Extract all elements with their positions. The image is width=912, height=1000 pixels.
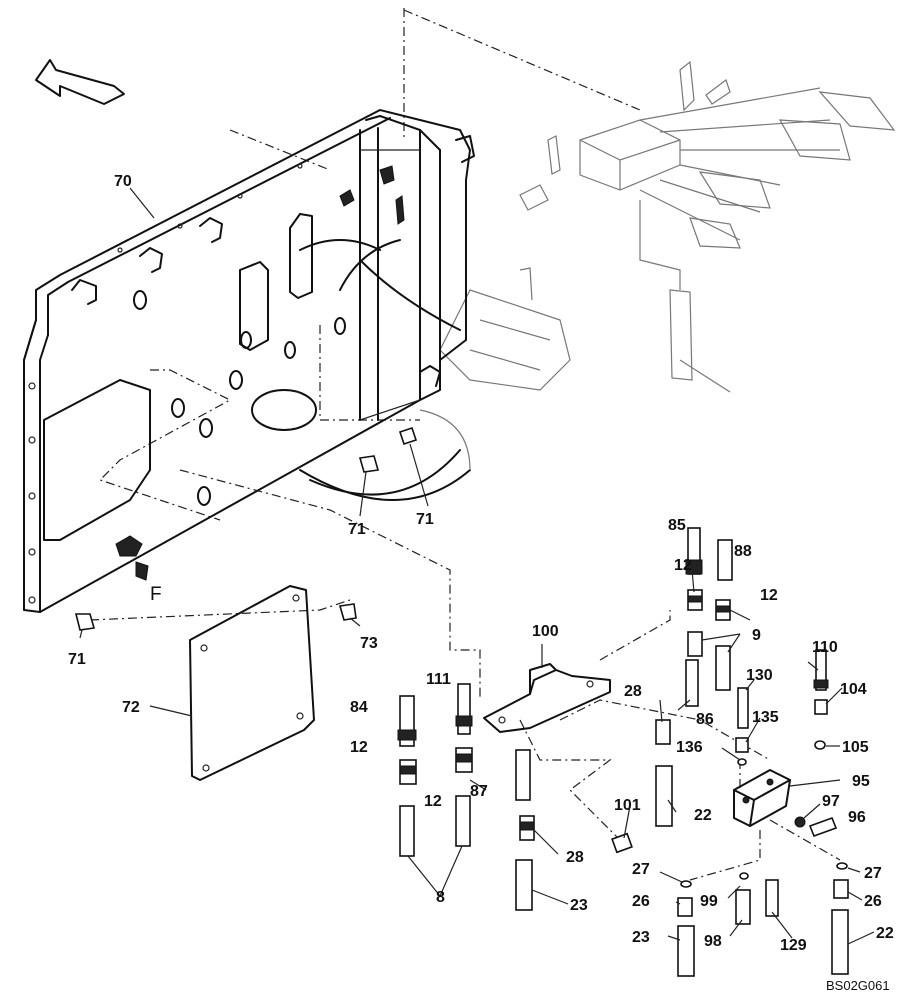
callout-12: 12 <box>350 739 368 756</box>
callout-97: 97 <box>822 793 840 810</box>
fitting-23-right <box>677 925 695 977</box>
callout-12: 12 <box>424 793 442 810</box>
drawing-code: BS02G061 <box>826 978 890 993</box>
callout-71: 71 <box>348 521 366 538</box>
callout-26: 26 <box>864 893 882 910</box>
callout-labels: 70 71 71 71 73 72 85 88 12 12 9 100 110 … <box>68 173 894 993</box>
tubes-8 <box>399 795 471 857</box>
fitting-12-left <box>399 759 417 785</box>
callout-85: 85 <box>668 517 686 534</box>
callout-28: 28 <box>624 683 642 700</box>
fitting-23-left <box>515 859 533 911</box>
callout-130: 130 <box>746 667 773 684</box>
bolt-71-right <box>398 426 418 446</box>
fitting-84 <box>397 695 417 747</box>
callout-86: 86 <box>696 711 714 728</box>
callout-27: 27 <box>864 865 882 882</box>
callout-84: 84 <box>350 699 368 716</box>
callout-110: 110 <box>812 639 838 656</box>
callout-135: 135 <box>752 709 779 726</box>
callout-23: 23 <box>632 929 650 946</box>
oring-99 <box>739 872 749 880</box>
callout-100: 100 <box>532 623 559 640</box>
oring-136 <box>737 758 747 766</box>
front-direction-arrow <box>35 59 125 105</box>
oring-27-right <box>836 862 848 870</box>
fitting-135 <box>735 737 749 753</box>
callout-22: 22 <box>876 925 894 942</box>
oring-27-left <box>680 880 692 888</box>
callout-104: 104 <box>840 681 867 698</box>
leader-lines <box>79 187 875 945</box>
control-valve-background <box>439 60 896 393</box>
guide-lines <box>89 8 841 881</box>
fitting-88 <box>717 539 733 581</box>
callout-22: 22 <box>694 807 712 824</box>
callout-26: 26 <box>632 893 650 910</box>
callout-70: 70 <box>114 173 132 190</box>
fitting-12-upper-b <box>715 599 731 621</box>
callout-71: 71 <box>68 651 86 668</box>
callout-71: 71 <box>416 511 434 528</box>
fitting-26-right <box>833 879 849 899</box>
fitting-86 <box>685 659 699 707</box>
oring-105 <box>814 740 826 750</box>
fitting-28-upper <box>655 719 671 745</box>
callout-27: 27 <box>632 861 650 878</box>
fitting-104 <box>814 699 828 715</box>
callout-12: 12 <box>760 587 778 604</box>
callout-101: 101 <box>614 797 641 814</box>
fitting-12-upper-a <box>687 589 703 611</box>
mounting-bracket <box>483 663 611 733</box>
view-marker-f: F <box>150 584 162 605</box>
fitting-12-mid <box>455 747 473 773</box>
fitting-9-a <box>687 631 703 657</box>
callout-8: 8 <box>436 889 445 906</box>
bolt-73 <box>338 603 357 621</box>
fitting-85 <box>685 527 703 575</box>
fitting-130 <box>737 687 749 729</box>
callout-12: 12 <box>674 557 692 574</box>
callout-88: 88 <box>734 543 752 560</box>
callout-111: 111 <box>426 671 451 688</box>
fitting-111 <box>455 683 473 735</box>
callout-72: 72 <box>122 699 140 716</box>
washer-97 <box>794 816 806 828</box>
callout-87: 87 <box>470 783 488 800</box>
manifold-block <box>733 769 791 827</box>
callout-99: 99 <box>700 893 718 910</box>
callout-136: 136 <box>676 739 703 756</box>
callout-98: 98 <box>704 933 722 950</box>
fitting-87 <box>515 749 531 801</box>
callout-129: 129 <box>780 937 807 954</box>
fitting-22-upper <box>655 765 673 827</box>
bolt-96 <box>808 816 838 838</box>
callout-95: 95 <box>852 773 870 790</box>
fitting-26-left <box>677 897 693 917</box>
fitting-9-b <box>715 645 731 691</box>
callout-73: 73 <box>360 635 378 652</box>
callout-23: 23 <box>570 897 588 914</box>
fitting-22-right <box>831 909 849 975</box>
bolt-71-middle <box>358 455 380 473</box>
fitting-129 <box>765 879 779 917</box>
bolt-71-lower-left <box>74 613 96 631</box>
plug-101 <box>611 832 633 854</box>
fitting-28-lower <box>519 815 535 841</box>
callout-28: 28 <box>566 849 584 866</box>
callout-96: 96 <box>848 809 866 826</box>
callout-9: 9 <box>752 627 761 644</box>
callout-105: 105 <box>842 739 869 756</box>
fitting-98 <box>735 889 751 925</box>
cover-plate <box>189 585 315 781</box>
fitting-110 <box>813 649 829 691</box>
frame-bracket <box>23 109 475 613</box>
